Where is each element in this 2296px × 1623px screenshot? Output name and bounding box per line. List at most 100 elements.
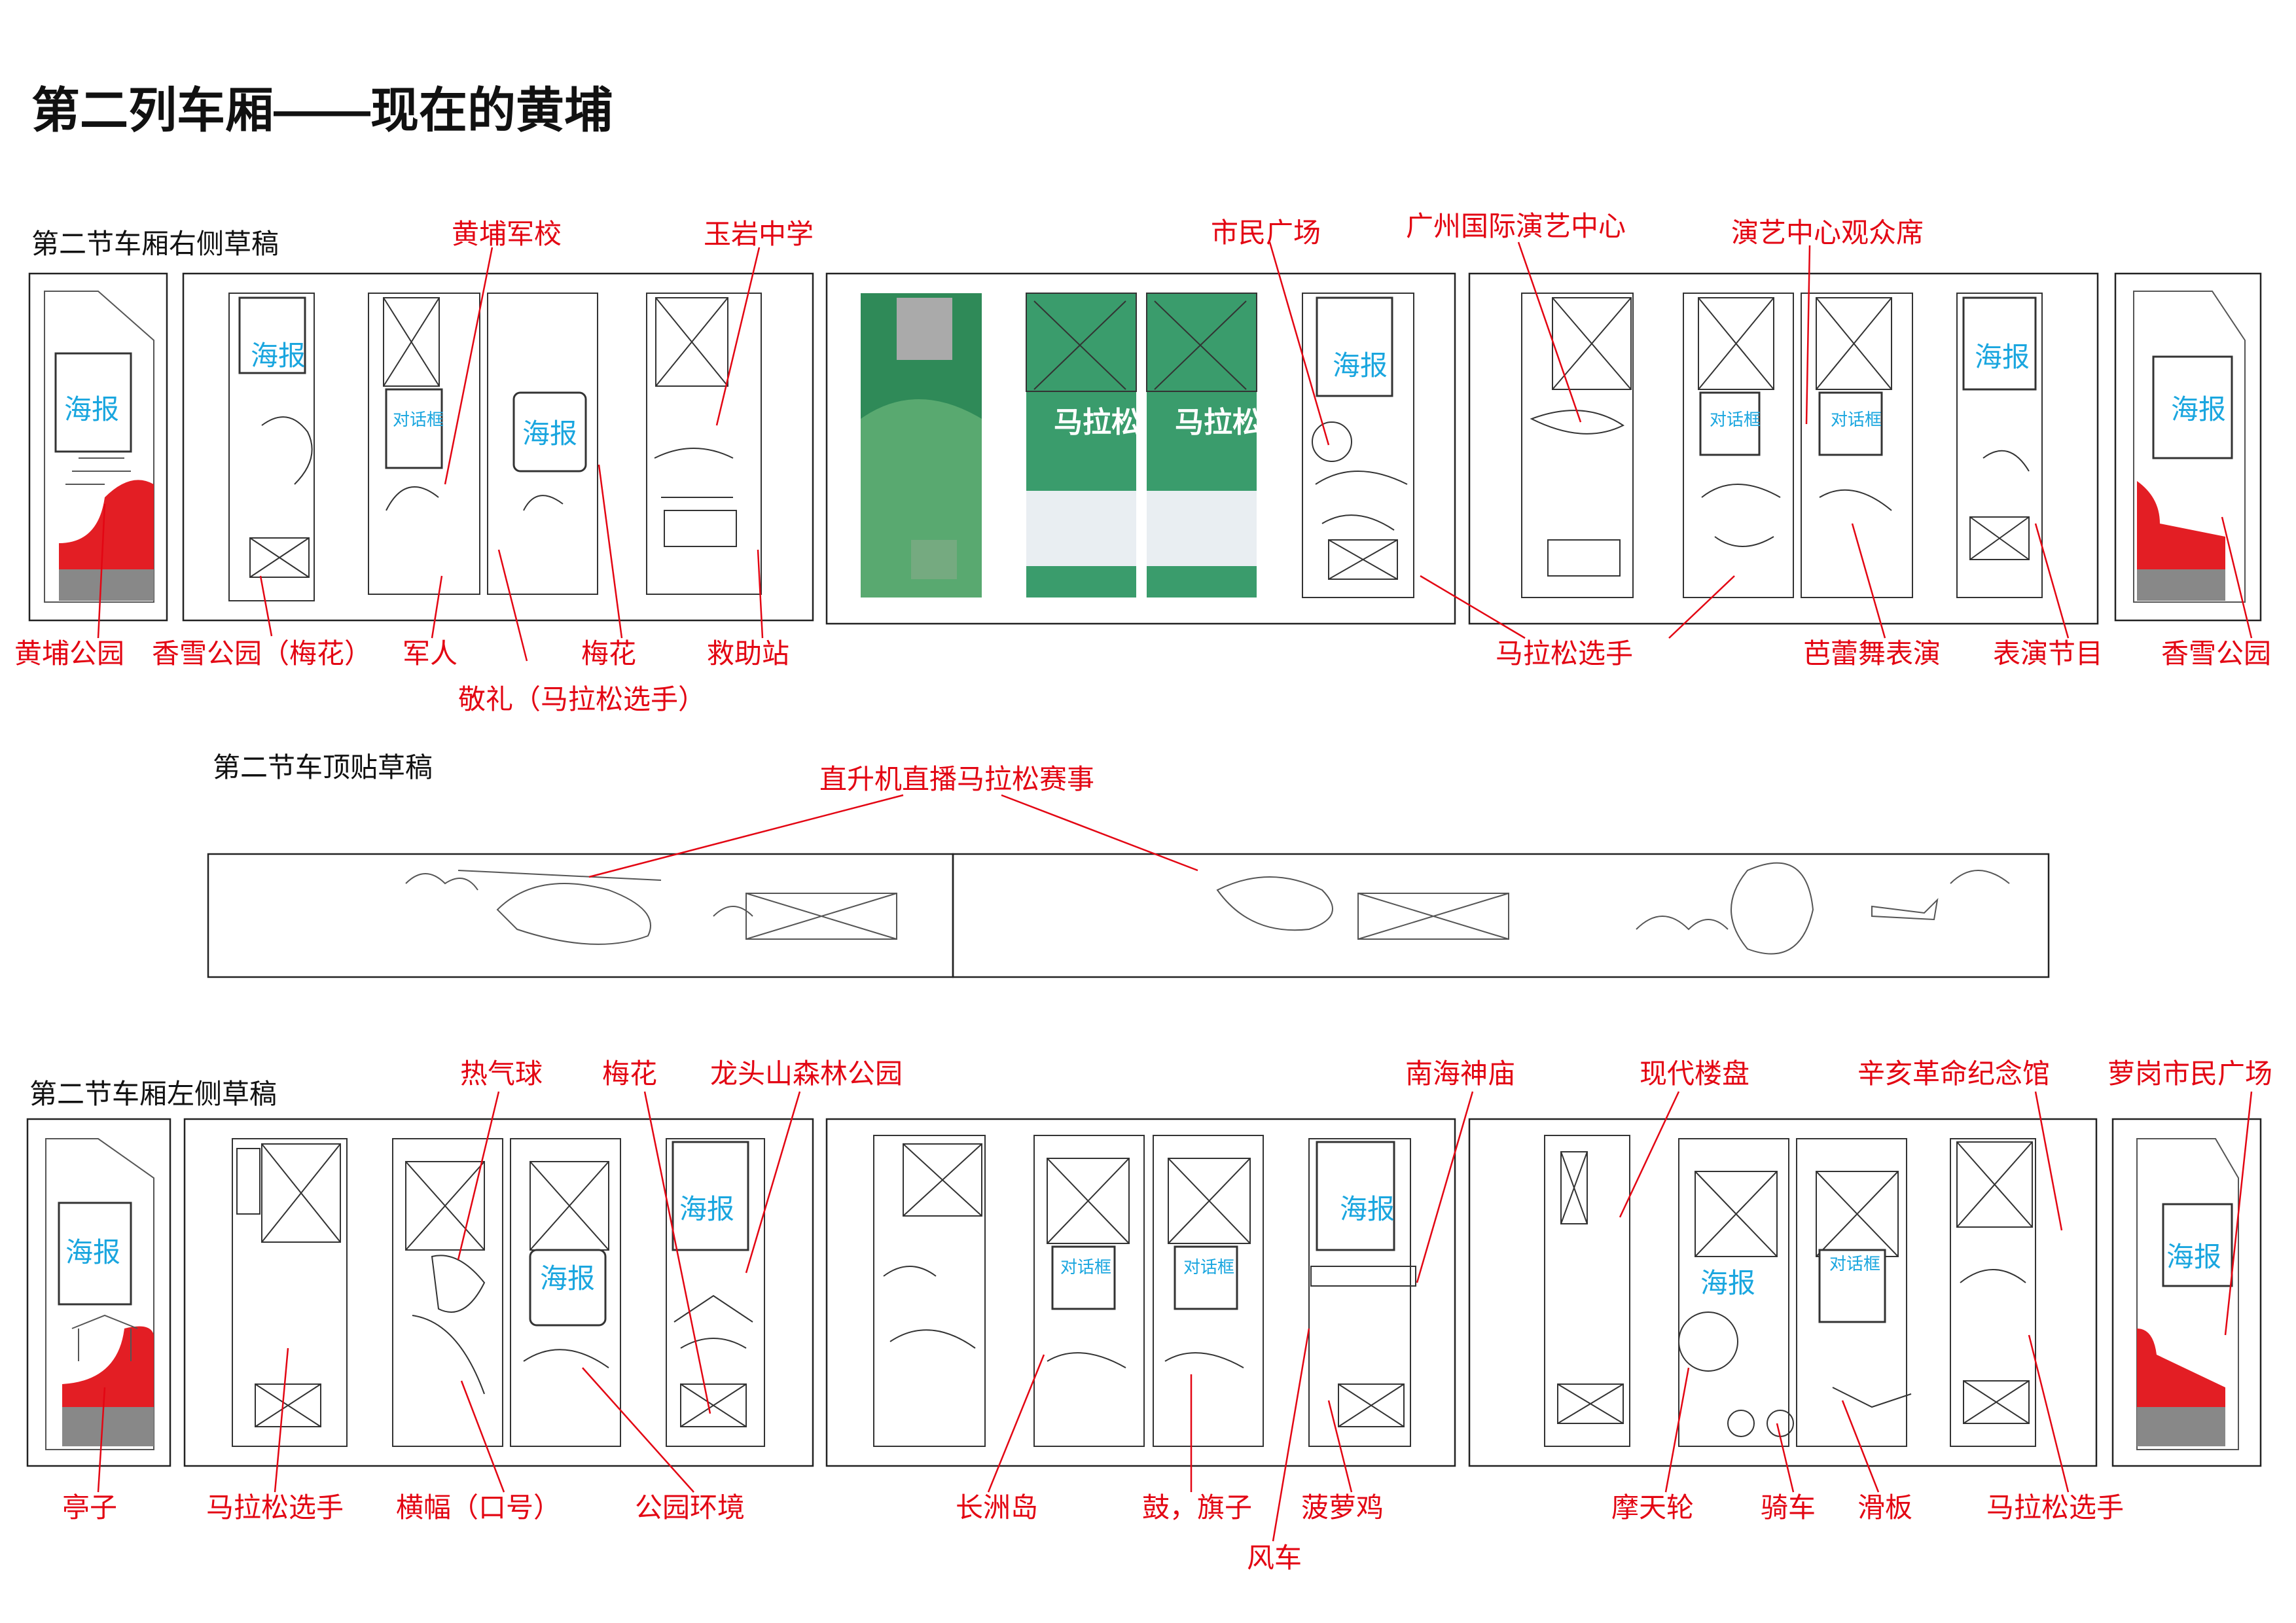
left-end-right-sketch [2136, 1138, 2239, 1450]
right-section-heading: 第二节车厢右侧草稿 [31, 228, 279, 260]
left-panel-end-right [2111, 1118, 2262, 1467]
skateboard-icon [1832, 1387, 1912, 1408]
label-ballet: 芭蕾舞表演 [1803, 637, 1941, 669]
poster-label: 海报 [251, 340, 306, 372]
label-gz-arts-center: 广州国际演艺中心 [1406, 210, 1626, 242]
roof-leader-lines [588, 794, 1198, 878]
poster-label: 海报 [64, 393, 119, 425]
roof-sketch [405, 862, 2010, 955]
label-runners: 马拉松选手 [1986, 1491, 2124, 1524]
right-panel-1 [182, 272, 814, 622]
right-panel-end-right [2114, 272, 2262, 622]
right-dialog-labels: 对话框 对话框 对话框 [393, 410, 1882, 430]
label-pavilion: 亭子 [62, 1491, 117, 1524]
dialog-label: 对话框 [1183, 1258, 1234, 1277]
label-heli-broadcast: 直升机直播马拉松赛事 [819, 763, 1094, 795]
label-yuyan-school: 玉岩中学 [704, 218, 814, 250]
label-luogang-square: 萝岗市民广场 [2108, 1058, 2272, 1090]
left-dialog-labels: 对话框 对话框 对话框 [1060, 1255, 1880, 1277]
hot-air-balloon-icon [431, 1255, 486, 1313]
roof-section-heading: 第二节车顶贴草稿 [213, 751, 433, 783]
poster-label: 海报 [1700, 1267, 1755, 1299]
left-end-left-sketch [45, 1138, 154, 1450]
marathon-poster-title-1: 马拉松 [1054, 406, 1140, 439]
helicopter-icon [496, 883, 651, 945]
dialog-label: 对话框 [1829, 1255, 1880, 1274]
left-leader-lines [97, 1091, 2253, 1542]
poster-label: 海报 [679, 1193, 734, 1225]
label-park-env: 公园环境 [635, 1491, 745, 1524]
dialog-label: 对话框 [1710, 410, 1761, 430]
roof-panel-2 [952, 853, 2050, 978]
left-panel-1 [183, 1118, 814, 1467]
right-panel-1-sketch [228, 293, 762, 601]
right-leader-lines [97, 241, 2253, 662]
helicopter-icon [1216, 876, 1333, 931]
label-runners: 马拉松选手 [1496, 637, 1633, 669]
airplane-icon [1871, 898, 1939, 921]
label-huangpu-park: 黄埔公园 [14, 637, 124, 669]
label-pineapple-chicken: 菠萝鸡 [1301, 1491, 1384, 1524]
label-soldier: 军人 [403, 637, 457, 669]
poster-label: 海报 [65, 1236, 120, 1268]
right-end-left-sketch [44, 291, 154, 603]
label-changzhou-island: 长洲岛 [956, 1491, 1038, 1524]
poster-label: 海报 [1340, 1193, 1395, 1225]
label-huangpu-military-academy: 黄埔军校 [452, 218, 562, 250]
poster-label: 海报 [522, 418, 577, 450]
right-end-right-sketch [2133, 291, 2246, 603]
label-hot-air-balloon: 热气球 [460, 1058, 543, 1090]
label-show: 表演节目 [1993, 637, 2103, 669]
poster-label: 海报 [540, 1262, 595, 1294]
ferris-wheel-icon [1678, 1311, 1738, 1372]
label-arts-audience: 演艺中心观众席 [1731, 217, 1924, 249]
seat-icon [2137, 1329, 2225, 1407]
label-salute: 敬礼（马拉松选手） [458, 683, 706, 715]
right-poster-labels: 海报 海报 海报 海报 海报 海报 [64, 340, 2226, 450]
label-windmill: 风车 [1247, 1542, 1302, 1574]
page-title: 第二列车厢——现在的黄埔 [31, 83, 613, 137]
marathon-poster-title-2: 马拉松 [1175, 406, 1261, 439]
label-xiangxue-park: 香雪公园 [2161, 637, 2271, 669]
seat-icon [59, 480, 154, 569]
left-panel-1-sketch [232, 1138, 765, 1447]
dialog-label: 对话框 [1060, 1258, 1111, 1277]
right-panel-3 [1468, 272, 2099, 625]
label-xiangxue-plum: 香雪公园（梅花） [152, 637, 372, 669]
label-banner: 横幅（口号） [396, 1491, 561, 1524]
right-panel-end-left [28, 272, 168, 622]
poster-label: 海报 [2171, 393, 2226, 425]
poster-label: 海报 [1333, 349, 1388, 382]
seat-icon [62, 1326, 154, 1407]
label-plum: 梅花 [602, 1058, 657, 1090]
label-runners: 马拉松选手 [206, 1491, 344, 1524]
hot-air-balloon-icon [1731, 862, 1814, 955]
label-nanhai-temple: 南海神庙 [1405, 1058, 1515, 1090]
roof-panel-1 [207, 853, 954, 978]
label-aid-station: 救助站 [707, 637, 789, 669]
poster-label: 海报 [2166, 1241, 2221, 1273]
right-panel-2 [825, 272, 1456, 625]
dialog-label: 对话框 [393, 410, 444, 430]
dialog-label: 对话框 [1831, 410, 1882, 430]
right-panels [28, 272, 2262, 625]
seat-icon [2137, 481, 2225, 569]
label-ferris-wheel: 摩天轮 [1611, 1491, 1694, 1524]
left-panel-2 [825, 1118, 1456, 1467]
label-plum: 梅花 [581, 637, 636, 669]
left-panel-2-sketch [873, 1135, 1416, 1447]
left-poster-labels: 海报 海报 海报 海报 海报 海报 [65, 1193, 2221, 1299]
left-panel-3-sketch [1544, 1135, 2036, 1447]
label-civic-square: 市民广场 [1211, 217, 1321, 249]
left-section-heading: 第二节车厢左侧草稿 [29, 1078, 277, 1110]
right-panel-3-sketch [1521, 293, 2043, 598]
label-cycling: 骑车 [1761, 1491, 1816, 1524]
left-panels [26, 1118, 2262, 1467]
left-panel-end-left [26, 1118, 171, 1467]
left-panel-3 [1468, 1118, 2098, 1467]
roof-panels [207, 853, 2050, 978]
right-labels: 黄埔军校 玉岩中学 市民广场 广州国际演艺中心 演艺中心观众席 黄埔公园 香雪公… [14, 210, 2271, 715]
label-modern-buildings: 现代楼盘 [1640, 1058, 1749, 1090]
label-skateboard: 滑板 [1857, 1491, 1912, 1524]
